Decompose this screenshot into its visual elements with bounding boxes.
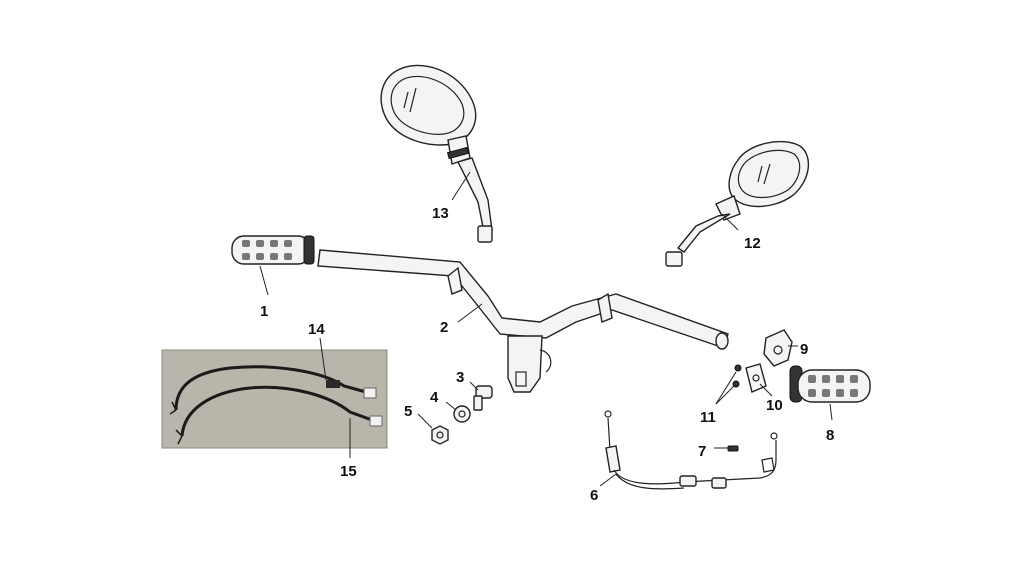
adjuster-screw [727, 445, 739, 452]
callout-3-label: 3 [456, 369, 464, 386]
washer [453, 405, 471, 423]
left-mirror [380, 64, 493, 243]
bolt [473, 385, 493, 411]
callout-13: 13 [432, 171, 471, 222]
callout-6: 6 [590, 473, 617, 504]
callout-9-label: 9 [800, 341, 808, 358]
callout-6-label: 6 [590, 487, 598, 504]
callout-10-label: 10 [766, 397, 783, 414]
nut [431, 425, 449, 445]
callout-3: 3 [456, 369, 479, 391]
throttle-clamp [745, 363, 767, 393]
callout-15-label: 15 [340, 463, 357, 480]
wiring-harness-photo [161, 349, 388, 449]
left-grip [231, 235, 315, 265]
callout-5: 5 [404, 403, 433, 429]
callout-8: 8 [826, 403, 834, 444]
throttle-housing [763, 329, 793, 367]
callout-1: 1 [259, 265, 269, 320]
callout-11: 11 [700, 371, 737, 426]
callout-13-label: 13 [432, 205, 449, 222]
callout-8-label: 8 [826, 427, 834, 444]
throttle-cable [604, 410, 778, 490]
callout-15: 15 [340, 418, 357, 480]
right-mirror [665, 140, 810, 267]
callout-11-label: 11 [700, 409, 716, 426]
callout-12: 12 [721, 213, 761, 252]
callout-14: 14 [308, 321, 327, 381]
callout-4: 4 [430, 389, 457, 411]
callout-7-label: 7 [698, 443, 706, 460]
callout-4-label: 4 [430, 389, 439, 406]
callout-9: 9 [788, 341, 808, 358]
callout-5-label: 5 [404, 403, 412, 420]
handlebar [317, 249, 729, 393]
callout-14-label: 14 [308, 321, 325, 338]
right-grip [789, 365, 871, 403]
screws [732, 364, 742, 388]
callout-10: 10 [759, 383, 783, 414]
callout-1-label: 1 [260, 303, 268, 320]
callout-12-label: 12 [744, 235, 761, 252]
callout-7: 7 [698, 443, 728, 460]
callout-2: 2 [440, 303, 483, 336]
callout-2-label: 2 [440, 319, 448, 336]
